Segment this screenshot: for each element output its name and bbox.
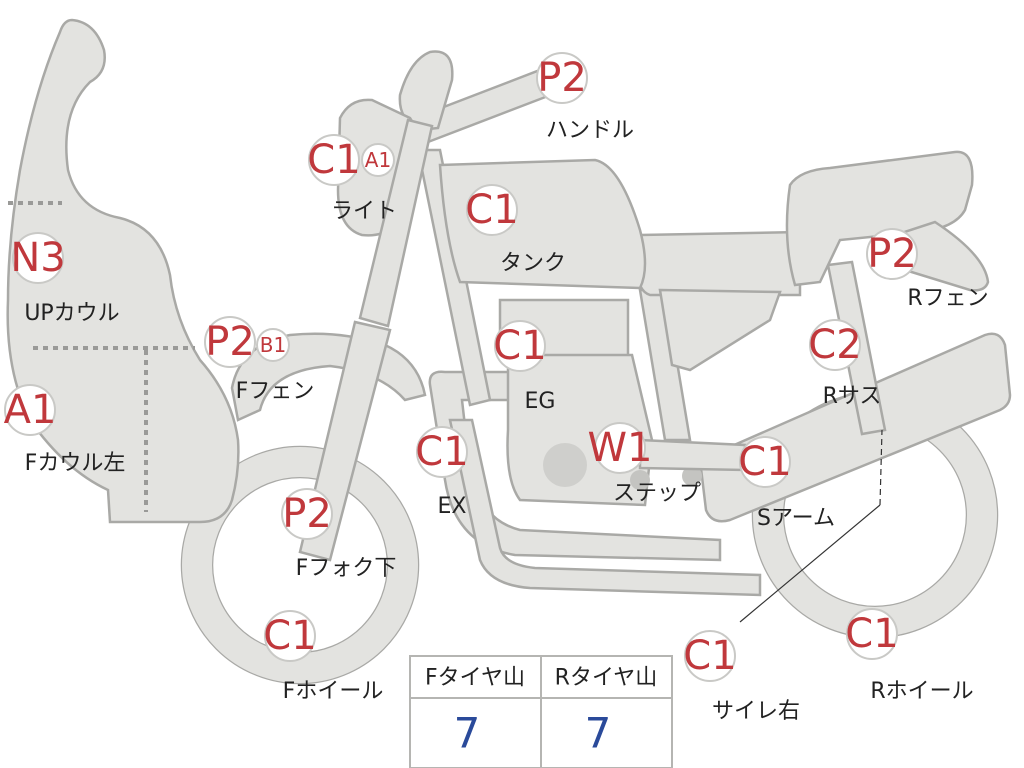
part-label-f-cowl-left: Fカウル左 (25, 451, 126, 476)
code-badge-engine (494, 320, 546, 372)
step-peg-shape (630, 470, 650, 490)
callout-handle: P2 ハンドル (536, 52, 634, 143)
rear-tire-value: 7 (585, 709, 612, 758)
callout-tank: C1 タンク (465, 184, 566, 276)
sub-code-light: A1 (365, 148, 391, 172)
callout-step: W1 ステップ (588, 422, 701, 506)
code-badge-r-wheel (846, 608, 898, 660)
code-badge-tank (466, 184, 518, 236)
exhaust-lower-pipe-shape (448, 418, 762, 597)
damage-code-up-cowl: N3 (10, 235, 65, 281)
damage-code-swing-arm: C1 (738, 439, 791, 485)
code-badge-exhaust (416, 426, 468, 478)
rear-tire-header: Rタイヤ山 (555, 666, 658, 691)
part-label-step: ステップ (613, 481, 701, 506)
seat-rear-shape (785, 150, 974, 287)
front-cowl-shape (6, 18, 240, 524)
damage-code-light: C1 (307, 137, 360, 183)
code-badge-f-wheel (264, 610, 316, 662)
part-label-f-wheel: Fホイール (283, 679, 384, 704)
code-badge-r-fender (866, 228, 918, 280)
damage-code-r-wheel: C1 (845, 611, 898, 657)
code-badge-up-cowl (12, 232, 64, 284)
part-label-f-fork-lower: Fフォク下 (296, 556, 397, 581)
sub-code-f-fender: B1 (260, 333, 286, 357)
code-badge-f-cowl-left (4, 384, 56, 436)
damage-code-f-fork-lower: P2 (282, 491, 332, 537)
part-label-exhaust: EX (438, 494, 467, 519)
part-label-f-fender: Fフェン (236, 379, 315, 404)
seat-shape (636, 230, 802, 297)
sub-badge-light (361, 143, 395, 177)
silencer-leader-dash (879, 429, 883, 506)
code-badge-f-fender (204, 316, 256, 368)
part-label-r-suspension: Rサス (823, 384, 882, 409)
step-peg-rear-shape (682, 466, 702, 486)
part-label-silencer-right: サイレ右 (712, 699, 800, 724)
part-label-r-fender: Rフェン (907, 286, 988, 311)
code-badge-step (594, 422, 646, 474)
silencer-leader-line (739, 504, 881, 623)
code-badge-silencer-right (684, 630, 736, 682)
damage-code-step: W1 (588, 425, 653, 471)
damage-code-tank: C1 (465, 187, 518, 233)
damage-code-r-suspension: C2 (808, 322, 861, 368)
step-bar-shape (638, 438, 747, 472)
code-badge-f-fork-lower (281, 488, 333, 540)
damage-code-r-fender: P2 (867, 231, 917, 277)
damage-code-f-fender: P2 (205, 319, 255, 365)
engine-cover-shape (543, 443, 587, 487)
part-label-swing-arm: Sアーム (757, 506, 835, 531)
callout-silencer-right: C1 サイレ右 (683, 630, 800, 724)
front-fork-upper-shape (358, 118, 434, 328)
part-label-up-cowl: UPカウル (24, 301, 119, 326)
part-label-handle: ハンドル (546, 118, 634, 143)
code-badge-handle (536, 52, 588, 104)
damage-code-handle: P2 (537, 55, 587, 101)
side-panel-shape (658, 288, 782, 372)
part-label-tank: タンク (500, 251, 566, 276)
front-tire-value: 7 (454, 709, 481, 758)
code-badge-r-suspension (809, 319, 861, 371)
part-label-engine: EG (525, 389, 556, 414)
part-label-r-wheel: Rホイール (870, 679, 973, 704)
code-badge-light (308, 134, 360, 186)
damage-code-exhaust: C1 (415, 429, 468, 475)
tire-tread-table: Fタイヤ山 Rタイヤ山 7 7 (409, 655, 673, 768)
damage-code-f-wheel: C1 (263, 613, 316, 659)
damage-code-f-cowl-left: A1 (4, 387, 57, 433)
part-label-light: ライト (331, 199, 397, 224)
exhaust-pipe-shape (428, 370, 722, 562)
damage-code-silencer-right: C1 (683, 633, 736, 679)
front-tire-header: Fタイヤ山 (425, 666, 525, 691)
code-badge-swing-arm (739, 436, 791, 488)
damage-code-engine: C1 (493, 323, 546, 369)
frame-shape (416, 148, 492, 407)
sub-badge-f-fender (256, 328, 290, 362)
